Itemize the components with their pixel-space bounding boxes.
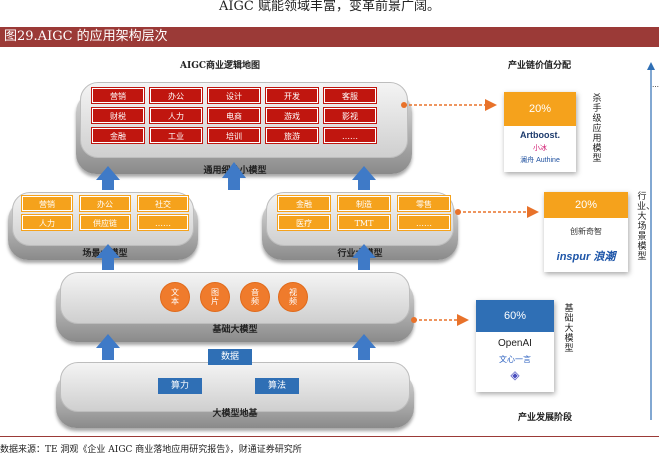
stage-axis-label: 产业发展阶段 [518, 413, 573, 423]
base-circle-label: 视频 [289, 288, 297, 306]
footer-rule [0, 436, 659, 437]
value-card-base: 60% OpenAI 文心一言 ◈ [476, 300, 554, 392]
value-card-industry: 20% 创新奇智 inspur 浪潮 [544, 192, 628, 272]
stage-axis-arrowhead [647, 62, 655, 70]
base-circle-label: 图片 [211, 288, 219, 306]
value-card-app-label: 杀手级应用模型 [592, 94, 602, 164]
app-chip: 旅游 [265, 127, 319, 144]
value-card-app-pct: 20% [504, 92, 576, 126]
value-card-app: 20% Artboost. 小冰 澜舟 Authine [504, 92, 576, 172]
industry-chip: 制造 [337, 195, 391, 212]
app-chip: 设计 [207, 87, 261, 104]
source-note: 数据来源：TE 洞观《企业 AIGC 商业落地应用研究报告》，财通证券研究所 [0, 445, 302, 455]
app-chip: 工业 [149, 127, 203, 144]
up-arrow-base-right [352, 244, 376, 270]
base-circle-label: 文本 [171, 288, 179, 306]
app-chip: 财税 [91, 107, 145, 124]
scene-chip: 供应链 [79, 214, 131, 231]
app-chip: 客服 [323, 87, 377, 104]
diagram-title: AIGC商业逻辑地图 [180, 61, 261, 71]
up-arrow-foundation-left [96, 334, 120, 360]
data-box: 数据 [208, 349, 252, 365]
base-circle: 文本 [160, 282, 190, 312]
foundation-layer-label: 大模型地基 [212, 409, 258, 419]
app-chip: 游戏 [265, 107, 319, 124]
connector-industry-dot [455, 209, 461, 215]
xiaoice-logo: 小冰 [533, 145, 547, 152]
stage-axis-ellipsis: …… [652, 81, 659, 89]
ainnovation-logo: 创新奇智 [570, 227, 602, 236]
up-arrow-foundation-right [352, 334, 376, 360]
figure-title: 图29.AIGC 的应用架构层次 [0, 27, 659, 47]
connector-app-dot [401, 102, 407, 108]
industry-chip: TMT [337, 214, 391, 231]
app-chip: 营销 [91, 87, 145, 104]
model-emblem-logo: ◈ [510, 368, 520, 382]
scene-chip: 营销 [21, 195, 73, 212]
base-layer-label: 基础大模型 [212, 325, 258, 335]
inspur-logo: inspur 浪潮 [556, 251, 616, 263]
value-card-industry-pct: 20% [544, 192, 628, 218]
app-chip: 开发 [265, 87, 319, 104]
up-arrow-industry [352, 166, 376, 190]
value-card-base-pct: 60% [476, 300, 554, 332]
connector-base-dot [411, 317, 417, 323]
app-chip: 金融 [91, 127, 145, 144]
scene-chip: 社交 [137, 195, 189, 212]
industry-chip: 医疗 [277, 214, 331, 231]
app-chip: 电商 [207, 107, 261, 124]
wenxin-logo: 文心一言 [499, 355, 531, 364]
up-arrow-scene [96, 166, 120, 190]
value-card-industry-label: 行业、大场景模型 [637, 192, 656, 262]
app-chip: 办公 [149, 87, 203, 104]
base-circle-label: 音频 [251, 288, 259, 306]
industry-chip: 金融 [277, 195, 331, 212]
industry-chip: 零售 [397, 195, 451, 212]
base-circle: 图片 [200, 282, 230, 312]
up-arrow-base-left [96, 244, 120, 270]
artboost-logo: Artboost. [520, 130, 560, 140]
base-circle: 视频 [278, 282, 308, 312]
app-chip: 培训 [207, 127, 261, 144]
scene-chip: …… [137, 214, 189, 231]
algorithm-box: 算法 [255, 378, 299, 394]
authine-logo: 澜舟 Authine [520, 157, 560, 164]
app-chip: …… [323, 127, 377, 144]
app-chip: 人力 [149, 107, 203, 124]
value-title: 产业链价值分配 [508, 61, 572, 71]
scene-chip: 人力 [21, 214, 73, 231]
scene-chip: 办公 [79, 195, 131, 212]
base-layer-top [60, 272, 410, 324]
up-arrow-center [222, 162, 246, 190]
foundation-layer-top [60, 362, 410, 412]
up-arrows [96, 162, 376, 360]
compute-box: 算力 [158, 378, 202, 394]
openai-logo: OpenAI [498, 338, 532, 349]
app-chip: 影视 [323, 107, 377, 124]
intro-sentence: AIGC 赋能领域丰富，变革前景广阔。 [219, 0, 440, 14]
value-card-base-label: 基础大模型 [564, 304, 574, 354]
base-circle: 音频 [240, 282, 270, 312]
industry-chip: …… [397, 214, 451, 231]
